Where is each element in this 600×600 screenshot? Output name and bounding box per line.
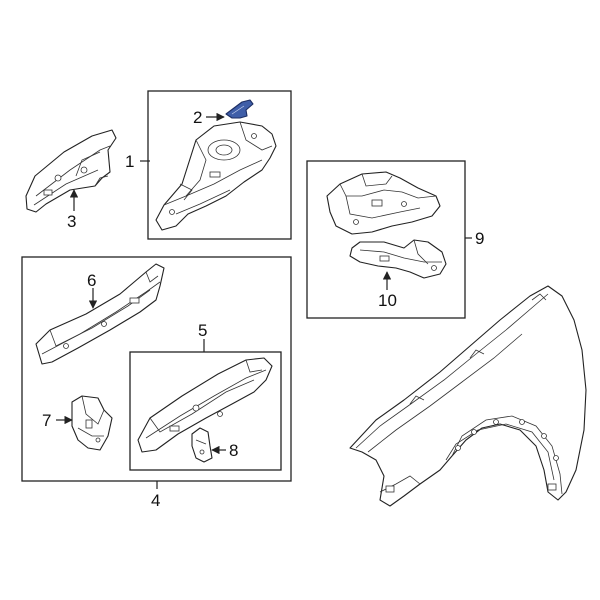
callout-9[interactable]: 9	[475, 229, 484, 248]
group-box-5	[129, 351, 282, 471]
part-1-apron-assembly[interactable]	[155, 121, 277, 231]
part-9-upper-member[interactable]	[326, 171, 441, 235]
part-6-upper-rail[interactable]	[35, 263, 165, 365]
callout-10[interactable]: 10	[378, 291, 397, 310]
part-7-bracket[interactable]	[71, 395, 113, 451]
part-10-lower-member[interactable]	[349, 239, 447, 279]
part-5-lower-rail[interactable]	[137, 357, 273, 453]
part-3-reinforcement[interactable]	[25, 129, 117, 213]
callout-7[interactable]: 7	[42, 411, 51, 430]
callout-2[interactable]: 2	[193, 108, 202, 127]
group-box-9	[306, 160, 466, 319]
part-8-plate[interactable]	[191, 427, 213, 463]
callout-3[interactable]: 3	[67, 212, 76, 231]
callout-8[interactable]: 8	[229, 441, 238, 460]
callout-5[interactable]: 5	[198, 321, 207, 340]
callout-1[interactable]: 1	[125, 152, 134, 171]
callout-4[interactable]: 4	[151, 491, 160, 510]
group-box-1	[147, 90, 292, 240]
fender-panel	[349, 285, 587, 507]
part-2-bracket-highlighted[interactable]	[225, 99, 254, 119]
callout-6[interactable]: 6	[87, 271, 96, 290]
